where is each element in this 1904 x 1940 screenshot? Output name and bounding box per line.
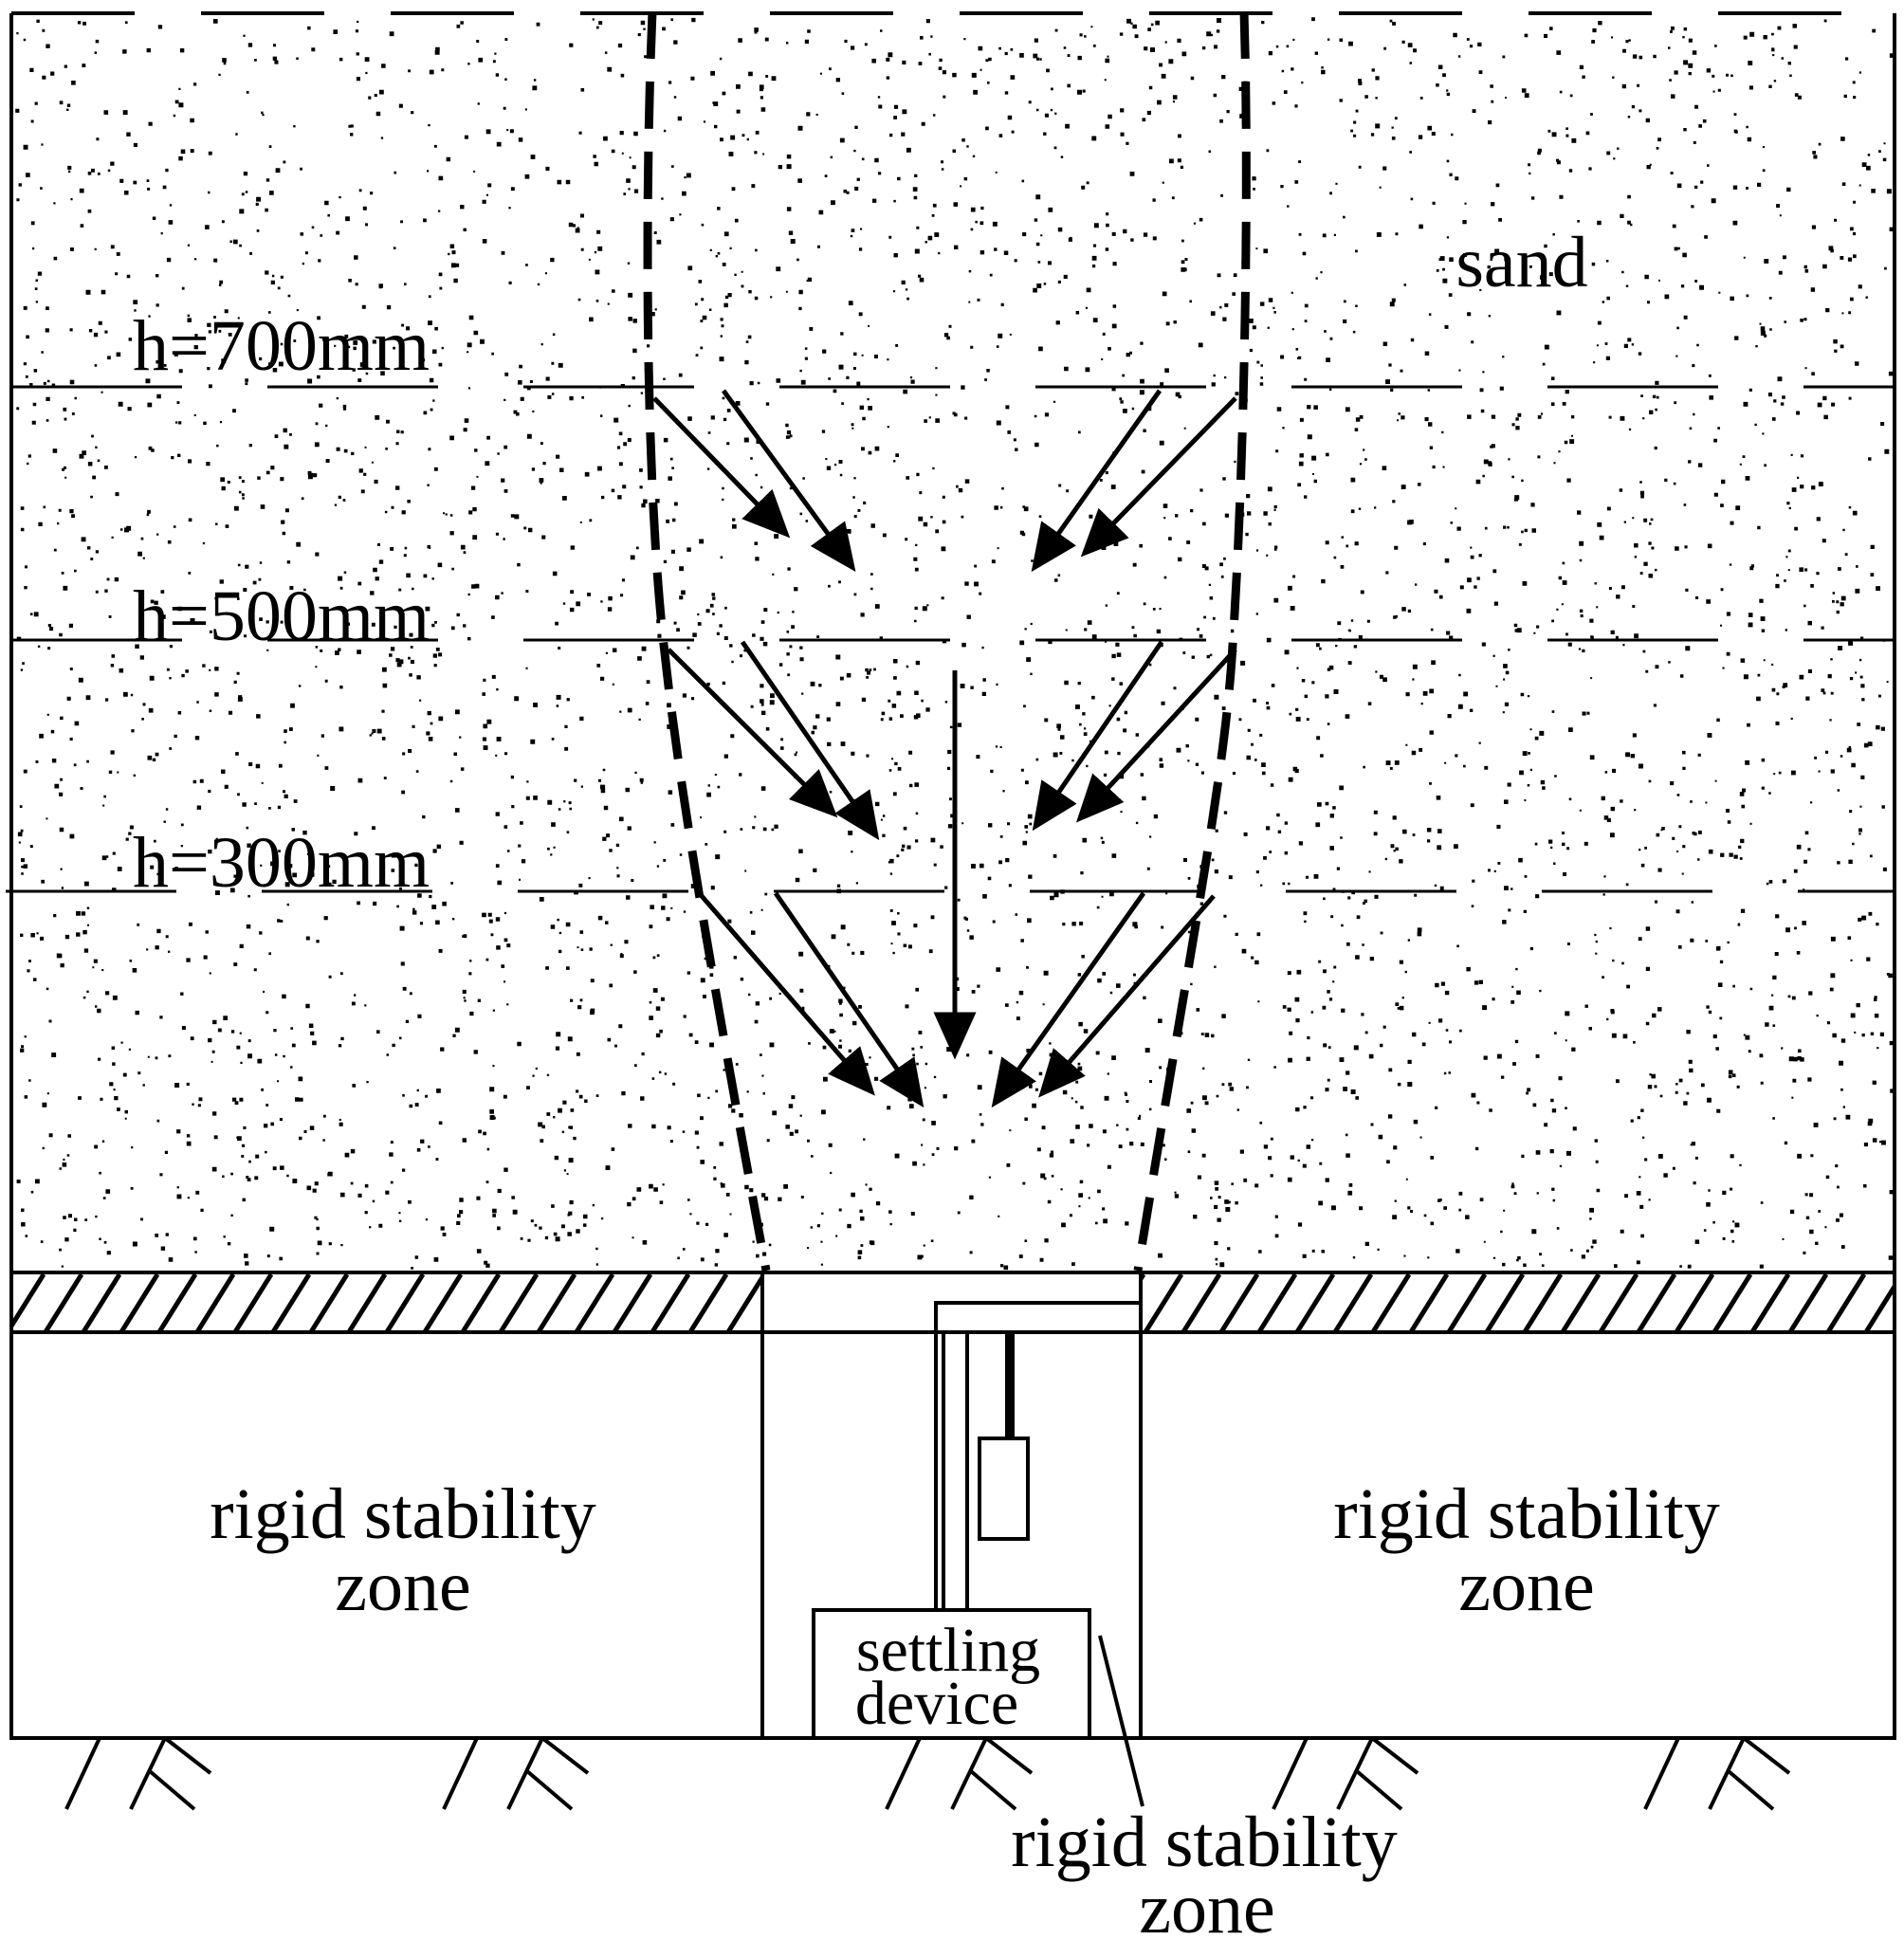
ground-symbol-5 xyxy=(1643,1736,1791,1811)
settling-mechanism xyxy=(812,1301,1144,1807)
piston-block xyxy=(978,1437,1030,1541)
arrow-300-left-inner xyxy=(773,891,925,1108)
ground-symbol-2 xyxy=(442,1736,590,1811)
bottom-zone-label-line1: rigid stability xyxy=(1011,1803,1397,1882)
sand-label: sand xyxy=(1455,223,1587,302)
ground-symbols xyxy=(64,1736,1791,1811)
ground-symbol-4 xyxy=(1272,1736,1419,1811)
arrow-500-right-outer xyxy=(1075,648,1237,823)
height-label-500: h=500mm xyxy=(133,577,430,656)
arrow-500-left-outer xyxy=(667,648,838,818)
leader-line xyxy=(1098,1635,1144,1807)
arrow-500-right-inner xyxy=(1032,640,1164,832)
height-label-300: h=300mm xyxy=(133,823,430,903)
arrow-300-right-outer xyxy=(1038,894,1216,1098)
left-zone-label-line2: zone xyxy=(335,1547,470,1626)
right-zone-label-line1: rigid stability xyxy=(1333,1474,1719,1554)
arrow-700-right-outer xyxy=(1080,396,1237,558)
arrow-300-right-inner xyxy=(991,891,1146,1108)
bottom-zone-label-line2: zone xyxy=(1139,1869,1274,1940)
left-failure-surface xyxy=(643,10,771,1272)
right-failure-surface xyxy=(1133,10,1251,1272)
arrow-300-left-outer xyxy=(700,894,875,1096)
movement-arrows xyxy=(652,389,1237,1108)
left-rigid-zone-box xyxy=(9,1330,764,1740)
sand-box-frame xyxy=(9,13,1896,1272)
arrow-700-right-inner xyxy=(1031,389,1163,573)
ground-symbol-1 xyxy=(64,1736,212,1811)
arrow-700-left-outer xyxy=(652,396,791,539)
left-zone-label-line1: rigid stability xyxy=(210,1474,595,1554)
device-label-line2: device xyxy=(855,1669,1018,1738)
ground-symbol-3 xyxy=(885,1736,1034,1811)
height-label-700: h=700mm xyxy=(133,306,430,386)
right-zone-label-line2: zone xyxy=(1458,1547,1594,1626)
arrow-700-left-inner xyxy=(721,389,856,573)
arrow-500-left-inner xyxy=(740,640,880,841)
settling-device-box xyxy=(812,1608,1091,1740)
right-hatched-base xyxy=(1139,1271,1896,1334)
device-label-line1: settling xyxy=(856,1616,1040,1685)
left-hatched-base xyxy=(9,1271,764,1334)
